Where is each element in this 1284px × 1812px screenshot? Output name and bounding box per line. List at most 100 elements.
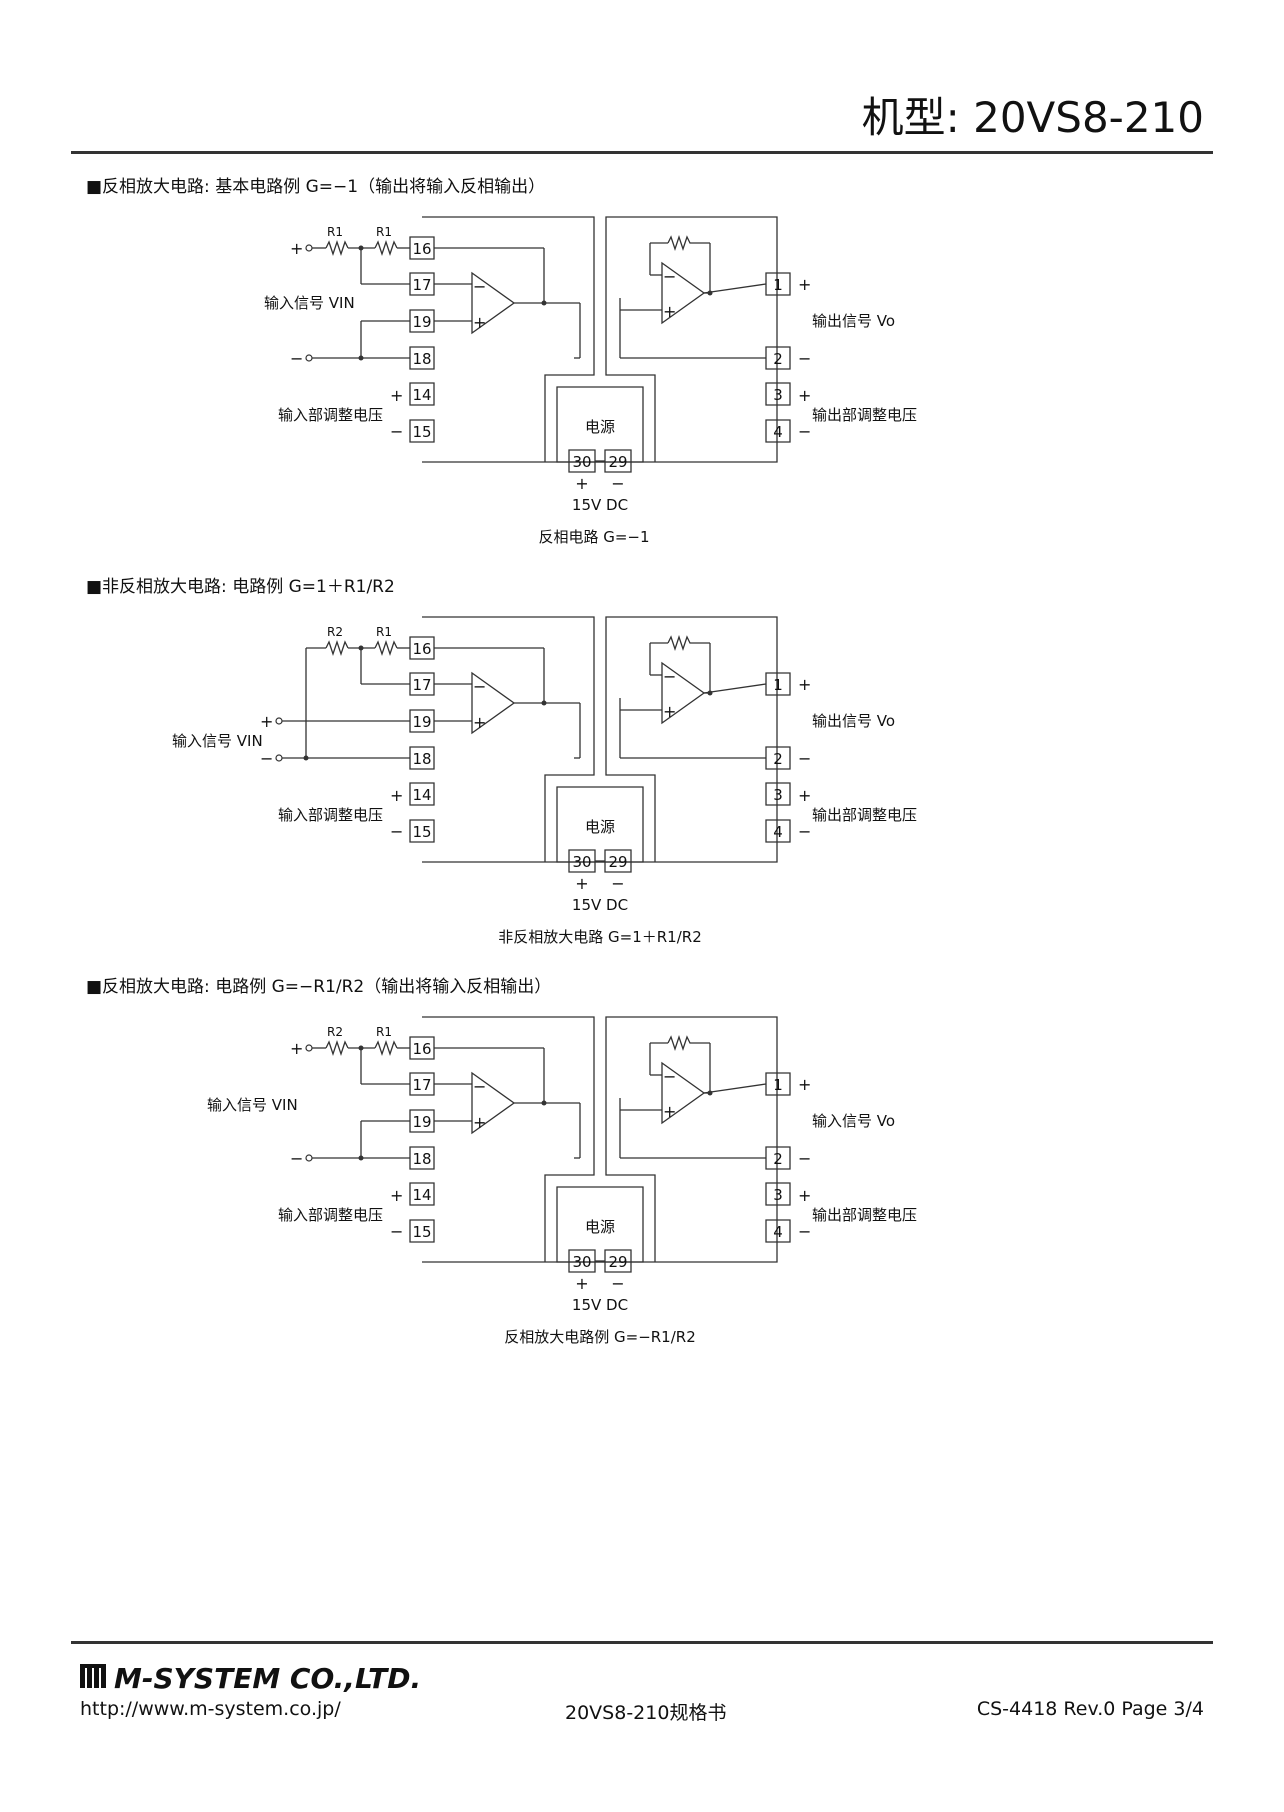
svg-text:−: −	[798, 422, 811, 441]
svg-text:18: 18	[412, 1150, 431, 1168]
svg-text:+: +	[390, 386, 403, 405]
svg-text:−: −	[473, 1077, 486, 1096]
svg-text:16: 16	[412, 640, 431, 658]
svg-text:R1: R1	[376, 225, 392, 239]
svg-text:输出部调整电压: 输出部调整电压	[812, 806, 917, 824]
svg-text:2: 2	[773, 350, 783, 368]
svg-text:−: −	[260, 749, 273, 768]
svg-text:+: +	[290, 1039, 303, 1058]
svg-text:+: +	[575, 1274, 588, 1293]
svg-text:14: 14	[412, 386, 431, 404]
svg-text:电源: 电源	[585, 818, 615, 836]
svg-text:−: −	[798, 1222, 811, 1241]
svg-text:4: 4	[773, 823, 783, 841]
svg-text:−: −	[290, 1149, 303, 1168]
svg-text:−: −	[390, 422, 403, 441]
svg-text:反相放大电路例 G=−R1/R2: 反相放大电路例 G=−R1/R2	[504, 1328, 696, 1346]
svg-text:−: −	[390, 822, 403, 841]
svg-text:输入信号 VIN: 输入信号 VIN	[172, 732, 263, 750]
svg-text:输入部调整电压: 输入部调整电压	[278, 406, 383, 424]
svg-text:−: −	[798, 822, 811, 841]
footer-url[interactable]: http://www.m-system.co.jp/	[80, 1698, 341, 1720]
svg-text:−: −	[473, 277, 486, 296]
svg-text:3: 3	[773, 386, 783, 404]
circuit-diagram-2: ■非反相放大电路: 电路例 G=1＋R1/R2	[86, 577, 917, 946]
svg-text:29: 29	[608, 453, 627, 471]
model-title: 机型: 20VS8-210	[861, 93, 1204, 142]
svg-text:1: 1	[773, 276, 783, 294]
svg-text:3: 3	[773, 1186, 783, 1204]
svg-text:2: 2	[773, 1150, 783, 1168]
svg-text:+: +	[290, 239, 303, 258]
svg-text:−: −	[611, 874, 624, 893]
svg-text:输出信号 Vo: 输出信号 Vo	[812, 712, 895, 730]
svg-text:电源: 电源	[585, 418, 615, 436]
svg-text:−: −	[798, 1149, 811, 1168]
svg-text:18: 18	[412, 750, 431, 768]
svg-text:18: 18	[412, 350, 431, 368]
svg-text:输出部调整电压: 输出部调整电压	[812, 406, 917, 424]
svg-text:R2: R2	[327, 1025, 343, 1039]
svg-text:+: +	[663, 1102, 676, 1121]
svg-text:+: +	[663, 702, 676, 721]
svg-text:+: +	[798, 1186, 811, 1205]
svg-text:+: +	[798, 675, 811, 694]
footer-page: CS-4418 Rev.0 Page 3/4	[976, 1698, 1204, 1720]
svg-text:+: +	[473, 313, 486, 332]
svg-text:R1: R1	[327, 225, 343, 239]
svg-text:+: +	[575, 874, 588, 893]
svg-text:+: +	[575, 474, 588, 493]
svg-text:−: −	[390, 1222, 403, 1241]
svg-text:15V DC: 15V DC	[572, 896, 628, 914]
svg-text:29: 29	[608, 1253, 627, 1271]
svg-text:16: 16	[412, 1040, 431, 1058]
svg-text:4: 4	[773, 423, 783, 441]
svg-text:−: −	[611, 1274, 624, 1293]
svg-text:R1: R1	[376, 625, 392, 639]
circuit-diagram-1: ■反相放大电路: 基本电路例 G=−1（输出将输入反相输出）	[86, 177, 917, 546]
svg-text:3: 3	[773, 786, 783, 804]
svg-text:19: 19	[412, 313, 431, 331]
svg-text:4: 4	[773, 1223, 783, 1241]
svg-text:+: +	[798, 386, 811, 405]
svg-text:+: +	[798, 786, 811, 805]
svg-text:17: 17	[412, 676, 431, 694]
svg-text:输出信号 Vo: 输出信号 Vo	[812, 312, 895, 330]
svg-text:−: −	[663, 267, 676, 286]
svg-text:−: −	[663, 667, 676, 686]
svg-text:+: +	[798, 1075, 811, 1094]
svg-text:29: 29	[608, 853, 627, 871]
svg-text:19: 19	[412, 713, 431, 731]
svg-text:30: 30	[572, 453, 591, 471]
svg-text:1: 1	[773, 676, 783, 694]
svg-text:+: +	[473, 1113, 486, 1132]
svg-text:16: 16	[412, 240, 431, 258]
svg-text:输入信号 Vo: 输入信号 Vo	[812, 1112, 895, 1130]
svg-text:电源: 电源	[585, 1218, 615, 1236]
svg-text:R1: R1	[376, 1025, 392, 1039]
svg-text:30: 30	[572, 853, 591, 871]
svg-text:15V DC: 15V DC	[572, 496, 628, 514]
svg-text:−: −	[290, 349, 303, 368]
svg-text:15: 15	[412, 423, 431, 441]
svg-text:+: +	[390, 1186, 403, 1205]
svg-text:+: +	[260, 712, 273, 731]
svg-text:+: +	[798, 275, 811, 294]
svg-text:15V DC: 15V DC	[572, 1296, 628, 1314]
svg-text:−: −	[663, 1067, 676, 1086]
footer-rule	[71, 1641, 1213, 1644]
svg-text:17: 17	[412, 1076, 431, 1094]
svg-text:1: 1	[773, 1076, 783, 1094]
svg-text:输入部调整电压: 输入部调整电压	[278, 1206, 383, 1224]
svg-text:−: −	[611, 474, 624, 493]
logo-text: M-SYSTEM CO.,LTD.	[114, 1662, 421, 1692]
circuit-diagram-3: ■反相放大电路: 电路例 G=−R1/R2（输出将输入反相输出）	[86, 977, 917, 1346]
svg-text:19: 19	[412, 1113, 431, 1131]
diagram-heading: ■反相放大电路: 基本电路例 G=−1（输出将输入反相输出）	[86, 177, 545, 197]
m-system-logo: M-SYSTEM CO.,LTD.	[80, 1662, 421, 1692]
svg-text:反相电路 G=−1: 反相电路 G=−1	[538, 528, 649, 546]
svg-text:2: 2	[773, 750, 783, 768]
svg-text:输入部调整电压: 输入部调整电压	[278, 806, 383, 824]
svg-text:14: 14	[412, 1186, 431, 1204]
svg-text:+: +	[473, 713, 486, 732]
